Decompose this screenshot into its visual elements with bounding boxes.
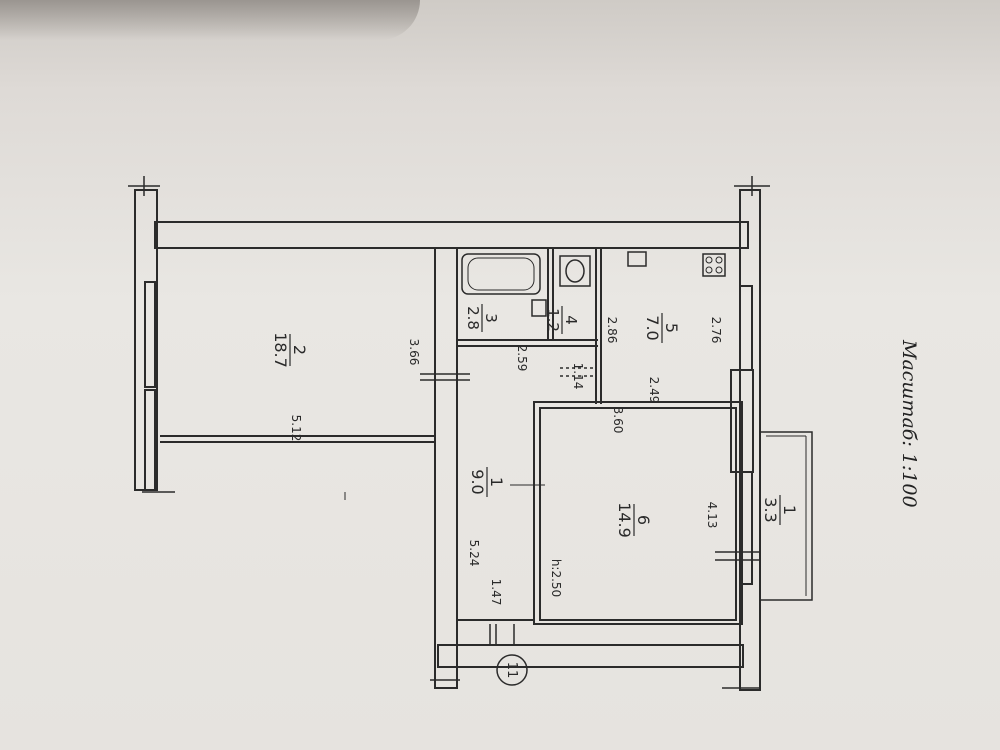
room-label-5: 5 7.0 [643, 313, 681, 343]
balcony-area: 3.3 [761, 497, 780, 522]
room-area-5: 7.0 [643, 315, 662, 340]
room-number-3: 3 [482, 313, 500, 323]
dim-room5-right: 2.76 [709, 317, 723, 344]
room-label-4: 4 1.2 [544, 306, 580, 334]
sink [531, 299, 547, 317]
room-label-6: 6 14.9 [615, 502, 653, 538]
stove [702, 253, 726, 277]
room-number-5: 5 [662, 323, 681, 333]
balcony [759, 431, 813, 601]
room-number-1: 1 [487, 477, 506, 487]
photo-shadow [0, 0, 420, 40]
room-label-1: 1 9.0 [468, 467, 506, 497]
room-number-4: 4 [562, 315, 580, 325]
window-left-1 [144, 281, 156, 388]
window-left-2 [144, 389, 156, 491]
balcony-number: 1 [780, 505, 799, 515]
room-area-2: 18.7 [271, 332, 290, 368]
room-6-walls [533, 401, 743, 625]
room-number-6: 6 [634, 515, 653, 525]
room-label-3: 3 2.8 [464, 304, 500, 332]
room-area-6: 14.9 [615, 502, 634, 538]
dim-room2-length: 5.12 [289, 415, 303, 442]
toilet [559, 255, 591, 287]
dim-room2-width: 3.66 [407, 339, 421, 366]
dim-hall-bottom: 1.47 [489, 579, 503, 606]
room-label-2: 2 18.7 [271, 332, 309, 368]
room-area-3: 2.8 [464, 306, 482, 330]
dim-hall-upper: 2.59 [515, 345, 529, 372]
dim-hall-length: 5.24 [467, 540, 481, 567]
window-right-2 [739, 471, 753, 585]
outer-wall-bottom [437, 644, 744, 668]
room-area-1: 9.0 [468, 469, 487, 494]
dim-room5-length: 2.49 [647, 377, 661, 404]
room-area-4: 1.2 [544, 308, 562, 332]
room-label-balcony: 1 3.3 [761, 495, 799, 525]
dim-room5-width: 2.86 [605, 317, 619, 344]
dim-room6-side: 4.13 [705, 502, 719, 529]
outer-wall-top [154, 221, 749, 249]
dim-corridor: 1.14 [571, 363, 585, 390]
window-right-1 [739, 285, 753, 371]
apartment-number: 11 [504, 662, 519, 679]
partition-wall-left [434, 247, 458, 689]
scale-label: Масштаб: 1:100 [898, 340, 920, 508]
bathtub [461, 253, 541, 295]
ceiling-height: h:2.50 [549, 559, 563, 597]
room-number-2: 2 [290, 345, 309, 355]
kitchen-sink [627, 251, 647, 267]
dim-room6-top: 3.60 [611, 407, 625, 434]
apartment-number-circle [496, 654, 528, 686]
